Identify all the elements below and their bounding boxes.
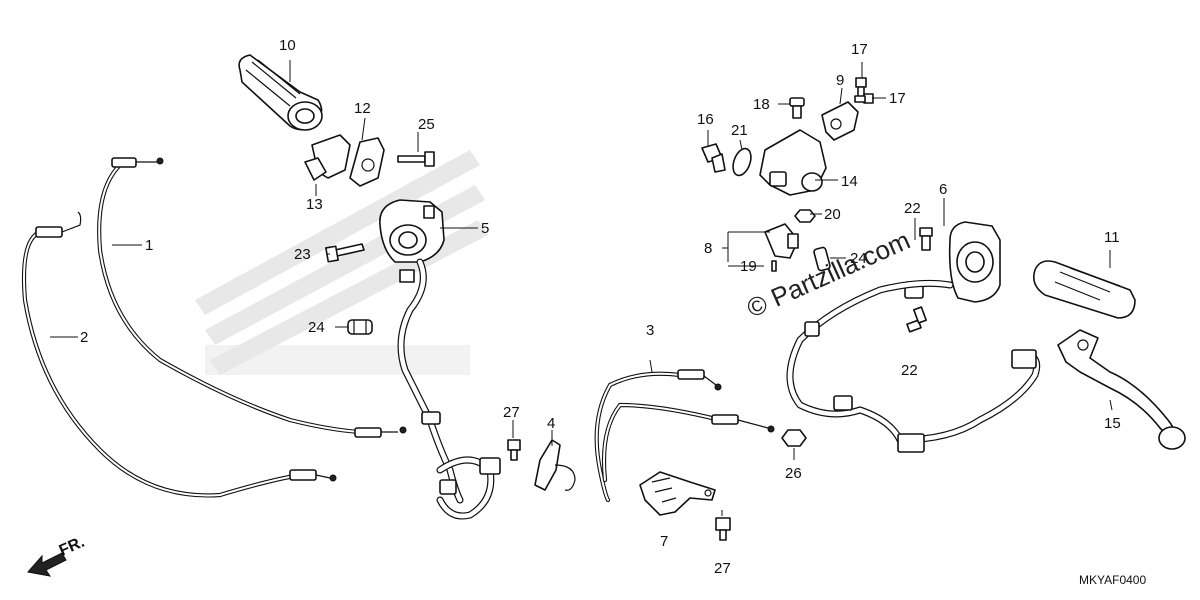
screw-part-17-lower[interactable]: [854, 93, 874, 104]
callout-6: 6: [939, 181, 947, 198]
front-label: FR.: [57, 534, 87, 560]
screw-part-22-lower[interactable]: [906, 306, 927, 333]
left-handlebar-switch-part-5[interactable]: [379, 199, 445, 283]
callout-24-left: 24: [308, 319, 325, 336]
clamp-part-24-left[interactable]: [347, 319, 373, 335]
throttle-housing-upper-part-12[interactable]: [304, 134, 351, 181]
callout-3: 3: [646, 322, 654, 339]
clutch-cable-part-3[interactable]: [594, 369, 775, 503]
screw-part-25[interactable]: [397, 151, 435, 167]
callout-10: 10: [279, 37, 296, 54]
callout-22-lower: 22: [901, 362, 918, 379]
callout-27-bottom: 27: [714, 560, 731, 577]
drawing-code: MKYAF0400: [1079, 573, 1146, 587]
callout-21: 21: [731, 122, 748, 139]
callout-13: 13: [306, 196, 323, 213]
leader-lines: [50, 60, 1113, 516]
right-handlebar-switch-part-6[interactable]: [904, 221, 1001, 303]
clutch-lever-part-15[interactable]: [1057, 329, 1186, 450]
nut-part-20[interactable]: [794, 209, 816, 223]
callout-15: 15: [1104, 415, 1121, 432]
callout-labels: 1 2 3 4 5 6 7 8 9 10 11 12 13 14 15 16 1…: [80, 37, 1121, 577]
callout-24-right: 24: [850, 250, 867, 267]
pin-part-18[interactable]: [789, 97, 805, 119]
callout-25: 25: [418, 116, 435, 133]
right-switch-harness[interactable]: [786, 279, 1041, 453]
cable-holder-part-7[interactable]: [639, 471, 716, 516]
washer-part-21[interactable]: [730, 146, 755, 178]
callout-8: 8: [704, 240, 712, 257]
callout-9: 9: [836, 72, 844, 89]
clutch-switch-part-8[interactable]: [764, 223, 799, 259]
screw-part-19[interactable]: [771, 260, 777, 272]
callout-26: 26: [785, 465, 802, 482]
callout-22-upper: 22: [904, 200, 921, 217]
callout-17-upper: 17: [851, 41, 868, 58]
screw-part-23[interactable]: [325, 243, 365, 263]
left-switch-harness[interactable]: [397, 258, 501, 520]
bolt-part-16[interactable]: [701, 143, 726, 173]
callout-18: 18: [753, 96, 770, 113]
front-direction-indicator: FR.: [27, 534, 87, 577]
bracket-part-4[interactable]: [534, 439, 576, 491]
clutch-lever-bracket-part-14[interactable]: [759, 129, 827, 196]
callout-7: 7: [660, 533, 668, 550]
callout-27-left: 27: [503, 404, 520, 421]
throttle-grip-part-10[interactable]: [238, 54, 323, 131]
throttle-cable-part-2[interactable]: [21, 211, 337, 498]
callout-14: 14: [841, 173, 858, 190]
clamp-holder-part-9[interactable]: [821, 101, 859, 141]
nut-part-26[interactable]: [781, 429, 807, 447]
bolt-part-27-bottom[interactable]: [715, 517, 731, 541]
callout-20: 20: [824, 206, 841, 223]
clamp-part-24-right[interactable]: [813, 246, 831, 272]
callout-19: 19: [740, 258, 757, 275]
ghost-brand-logo: [195, 150, 488, 375]
callout-11: 11: [1104, 229, 1120, 246]
throttle-housing-lower-part-13[interactable]: [349, 137, 385, 187]
callout-23: 23: [294, 246, 311, 263]
bolt-part-27-left[interactable]: [507, 439, 521, 461]
callout-4: 4: [547, 415, 555, 432]
callout-5: 5: [481, 220, 489, 237]
callout-2: 2: [80, 329, 88, 346]
callout-16: 16: [697, 111, 714, 128]
callout-12: 12: [354, 100, 371, 117]
front-arrow-icon: [27, 552, 67, 577]
right-grip-part-11[interactable]: [1032, 260, 1136, 319]
screw-part-22-upper[interactable]: [919, 227, 933, 251]
throttle-cable-part-1[interactable]: [97, 157, 407, 438]
callout-17-lower: 17: [889, 90, 906, 107]
callout-1: 1: [145, 237, 153, 254]
